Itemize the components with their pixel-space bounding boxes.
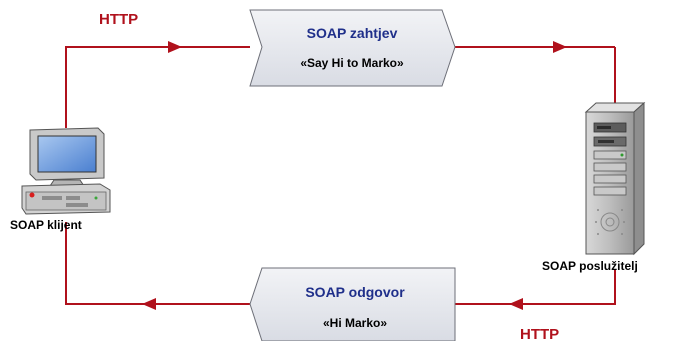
http-label-bottom: HTTP	[520, 326, 559, 341]
request-message: «Say Hi to Marko»	[300, 56, 404, 70]
server-label: SOAP poslužitelj	[542, 259, 638, 273]
arrow-right-icon	[553, 41, 567, 53]
response-title: SOAP odgovor	[305, 284, 405, 300]
response-message: «Hi Marko»	[323, 316, 387, 330]
bottom-flow-line	[65, 222, 250, 305]
http-label-top: HTTP	[99, 11, 138, 28]
arrow-right-icon	[168, 41, 182, 53]
server-tower-icon	[584, 101, 646, 256]
response-message-box: SOAP odgovor «Hi Marko»	[249, 267, 456, 341]
flow-loop	[65, 46, 616, 305]
client-computer-icon	[21, 127, 111, 215]
arrow-left-icon	[142, 298, 156, 310]
flow-arrows	[142, 41, 567, 310]
response-envelope	[249, 267, 456, 341]
client-label: SOAP klijent	[10, 218, 82, 232]
request-title: SOAP zahtjev	[307, 25, 398, 41]
request-message-box: SOAP zahtjev «Say Hi to Marko»	[249, 9, 456, 87]
right-flow-line-bottom	[455, 270, 616, 305]
arrow-left-icon	[509, 298, 523, 310]
top-flow-line	[65, 46, 250, 128]
request-envelope	[249, 9, 456, 87]
